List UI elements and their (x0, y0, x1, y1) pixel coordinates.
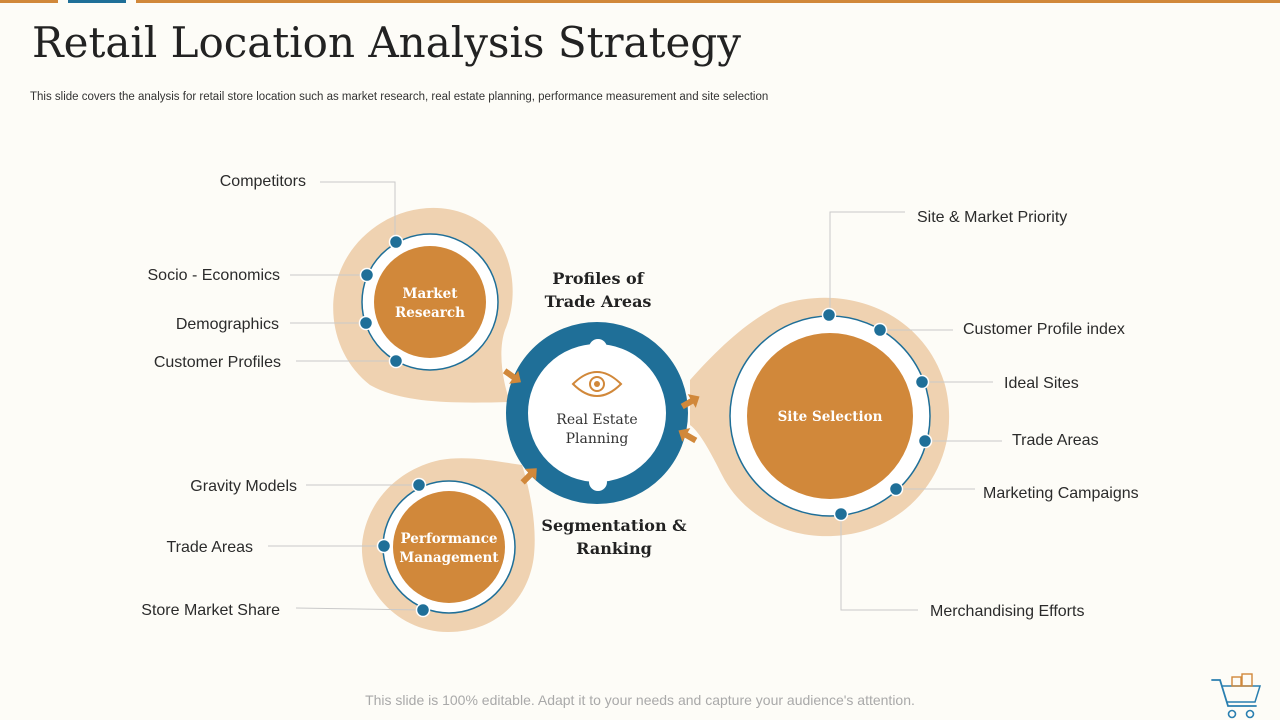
label-merchandising-efforts: Merchandising Efforts (930, 603, 1084, 620)
top-accent-mark (68, 0, 126, 3)
label-store-market-share: Store Market Share (141, 602, 280, 619)
market-research-label-line2: Research (395, 305, 465, 321)
site-selection-label: Site Selection (778, 409, 883, 425)
top-accent-bar (0, 0, 1280, 3)
hub-bottom-heading-line1: Segmentation & (541, 516, 687, 535)
performance-management-circle (393, 491, 505, 603)
market-research-circle (374, 246, 486, 358)
label-socio-economics: Socio - Economics (148, 267, 281, 284)
market-research-label-line1: Market (403, 286, 459, 302)
performance-management-connectors (268, 484, 424, 611)
label-customer-profile-index: Customer Profile index (963, 321, 1125, 338)
arrow-icon (520, 468, 537, 485)
page-title: Retail Location Analysis Strategy (32, 18, 741, 67)
center-hub-ring (506, 322, 688, 504)
eye-icon (571, 371, 623, 397)
hub-top-heading-line2: Trade Areas (545, 292, 652, 311)
footer-note: This slide is 100% editable. Adapt it to… (365, 692, 915, 708)
label-ideal-sites: Ideal Sites (1004, 375, 1079, 392)
top-accent-gap (126, 0, 136, 3)
performance-management-label-line1: Performance (400, 531, 497, 547)
page-subtitle: This slide covers the analysis for retai… (30, 91, 769, 103)
site-selection-circle (747, 333, 913, 499)
market-research-connectors (290, 181, 396, 362)
center-label-line1: Real Estate (556, 412, 637, 428)
label-trade-areas-left: Trade Areas (166, 539, 253, 556)
center-label-line2: Planning (566, 431, 629, 447)
label-demographics: Demographics (176, 316, 279, 333)
label-gravity-models: Gravity Models (190, 478, 297, 495)
label-competitors: Competitors (220, 173, 306, 190)
performance-management-label-line2: Management (399, 550, 499, 566)
center-hub-top-dot (589, 339, 607, 357)
label-trade-areas-right: Trade Areas (1012, 432, 1099, 449)
label-marketing-campaigns: Marketing Campaigns (983, 485, 1139, 502)
center-hub-bottom-dot (589, 473, 607, 491)
arrow-icon (678, 428, 698, 444)
connector-dots (358, 234, 933, 618)
arrow-icon (502, 368, 522, 384)
label-customer-profiles: Customer Profiles (154, 354, 281, 371)
arrow-icon (680, 394, 700, 410)
shopping-cart-icon (1211, 673, 1262, 719)
hub-bottom-heading-line2: Ranking (576, 539, 652, 558)
top-accent-gap (58, 0, 68, 3)
hub-top-heading-line1: Profiles of (552, 269, 644, 288)
label-site-market-priority: Site & Market Priority (917, 209, 1067, 226)
site-selection-connectors (829, 211, 1002, 611)
